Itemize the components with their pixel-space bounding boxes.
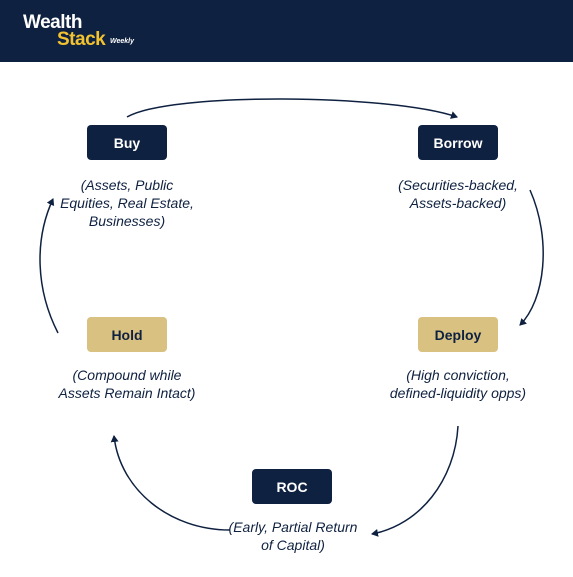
node-roc: ROC <box>252 469 332 504</box>
brand-logo-wealth: Wealth <box>23 12 82 33</box>
arrow-hold-to-buy <box>39 198 59 334</box>
arrow-borrow-to-deploy <box>519 189 544 326</box>
arrow-deploy-to-roc <box>371 425 459 537</box>
node-deploy: Deploy <box>418 317 498 352</box>
note-deploy: (High conviction, defined-liquidity opps… <box>389 367 527 401</box>
brand-logo-stack: Stack <box>57 29 106 50</box>
brand-logo-weekly: Weekly <box>110 38 134 45</box>
node-hold: Hold <box>87 317 167 352</box>
note-roc: (Early, Partial Return of Capital) <box>228 519 358 553</box>
note-hold: (Compound while Assets Remain Intact) <box>58 367 196 401</box>
header-banner: Wealth Stack Weekly <box>0 0 573 62</box>
node-borrow: Borrow <box>418 125 498 160</box>
arrow-buy-to-borrow <box>126 98 458 119</box>
node-buy: Buy <box>87 125 167 160</box>
arrow-roc-to-hold <box>110 435 231 531</box>
note-buy: (Assets, Public Equities, Real Estate, B… <box>60 177 194 229</box>
note-borrow: (Securities-backed, Assets-backed) <box>398 177 518 211</box>
